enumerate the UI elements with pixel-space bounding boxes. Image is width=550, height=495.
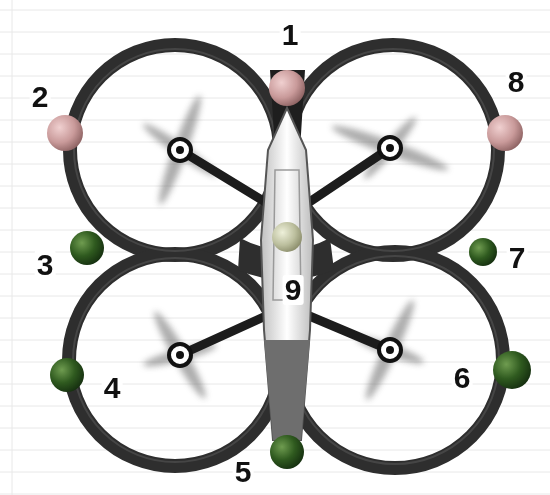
hull-ring [69,45,503,468]
callout-number: 8 [506,67,527,97]
callout-number: 1 [280,20,301,50]
callout-number: 2 [30,82,51,112]
fuselage [261,108,313,440]
hull-ring-highlight [73,49,499,464]
marker-ball [47,70,531,469]
callout-number: 5 [233,457,254,487]
callout-number: 4 [102,373,123,403]
callout-number: 6 [452,363,473,393]
callout-number: 9 [283,275,304,305]
motor-hub [169,137,401,366]
callout-number: 7 [507,243,528,273]
callout-number: 3 [35,250,56,280]
fuselage-rear [264,340,310,440]
motor-hub-center [176,144,394,359]
